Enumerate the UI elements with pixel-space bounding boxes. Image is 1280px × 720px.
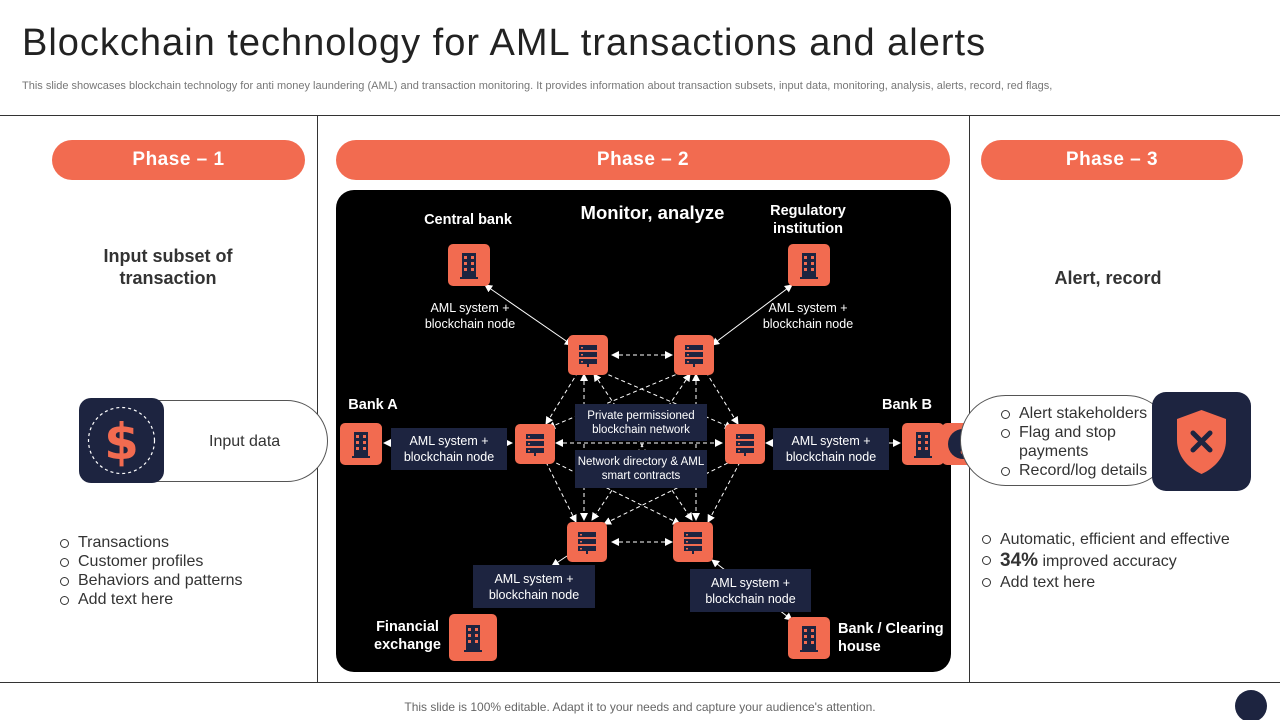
server-icon xyxy=(736,434,754,456)
shield-badge xyxy=(1152,392,1251,491)
server-icon xyxy=(526,434,544,456)
input-data-label: Input data xyxy=(209,433,281,450)
regulatory-label: Regulatory institution xyxy=(770,203,846,237)
central-bank-label: Central bank xyxy=(424,212,512,228)
server-node-right xyxy=(725,424,765,464)
regulatory-building xyxy=(788,244,830,286)
server-icon xyxy=(578,532,596,554)
column-divider-1 xyxy=(317,116,318,682)
svg-text:$: $ xyxy=(104,413,139,471)
clearing-node-box: AML system + blockchain node xyxy=(690,569,811,612)
central-node-label: AML system + blockchain node xyxy=(424,301,516,331)
server-icon xyxy=(684,532,702,554)
top-divider xyxy=(0,115,1280,116)
bank-a-label: Bank A xyxy=(348,397,398,413)
server-node-top-left xyxy=(568,335,608,375)
bottom-divider xyxy=(0,682,1280,683)
page-title: Blockchain technology for AML transactio… xyxy=(22,22,987,64)
server-node-top-right xyxy=(674,335,714,375)
phase-3-pill: Phase – 3 xyxy=(981,140,1243,180)
corner-decoration xyxy=(1235,690,1267,720)
phase-2-pill: Phase – 2 xyxy=(336,140,950,180)
accuracy-value: 34% xyxy=(1000,550,1039,571)
phase-1-bullets: Transactions Customer profiles Behaviors… xyxy=(60,533,243,609)
directory-box: Network directory & AML smart contracts xyxy=(575,450,707,488)
accuracy-text: improved accuracy xyxy=(1038,553,1177,570)
alert-pill-bullets: Alert stakeholders Flag and stop payment… xyxy=(1001,404,1147,480)
building-icon xyxy=(800,253,818,279)
bank-a-node-box: AML system + blockchain node xyxy=(391,428,507,470)
central-bank-building xyxy=(448,244,490,286)
phase-2-heading: Monitor, analyze xyxy=(580,202,725,223)
bank-a-building xyxy=(340,423,382,465)
building-icon xyxy=(464,625,482,652)
clearing-house-building xyxy=(788,617,830,659)
list-item: Behaviors and patterns xyxy=(60,571,243,590)
regulatory-node-label: AML system + blockchain node xyxy=(762,301,854,331)
phase-1-heading: Input subset of transaction xyxy=(103,246,233,288)
bank-b-building xyxy=(902,423,944,465)
list-item: Flag and stop payments xyxy=(1001,423,1141,461)
list-item: Record/log details xyxy=(1001,461,1147,480)
server-node-bottom-right xyxy=(673,522,713,562)
footer-note: This slide is 100% editable. Adapt it to… xyxy=(404,700,876,714)
bank-b-node-box: AML system + blockchain node xyxy=(773,428,889,470)
alert-pill: Alert stakeholders Flag and stop payment… xyxy=(960,395,1172,486)
server-icon xyxy=(685,345,703,367)
network-box: Private permissioned blockchain network xyxy=(575,404,707,441)
server-node-left xyxy=(515,424,555,464)
server-icon xyxy=(579,345,597,367)
page-subtitle: This slide showcases blockchain technolo… xyxy=(22,80,1053,92)
exchange-building xyxy=(449,614,497,661)
list-item: Alert stakeholders xyxy=(1001,404,1147,423)
column-divider-2 xyxy=(969,116,970,682)
building-icon xyxy=(460,253,478,279)
bank-b-label: Bank B xyxy=(882,397,932,413)
shield-x-icon xyxy=(1177,410,1226,474)
list-item: Automatic, efficient and effective xyxy=(982,529,1230,550)
building-icon xyxy=(352,432,370,458)
list-item: 34% improved accuracy xyxy=(982,550,1230,572)
building-icon xyxy=(914,432,932,458)
list-item: Add text here xyxy=(982,572,1230,593)
phase-3-heading: Alert, record xyxy=(1054,268,1162,288)
financial-exchange-label: Financial exchange xyxy=(374,619,441,653)
building-icon xyxy=(800,626,818,652)
clearing-house-label: Bank / Clearing house xyxy=(838,621,944,655)
phase-1-pill: Phase – 1 xyxy=(52,140,305,180)
list-item: Add text here xyxy=(60,590,243,609)
dollar-badge: $ xyxy=(79,398,164,483)
server-node-bottom-left xyxy=(567,522,607,562)
exchange-node-box: AML system + blockchain node xyxy=(473,565,595,608)
phase-3-bullets: Automatic, efficient and effective 34% i… xyxy=(982,529,1230,593)
dollar-icon: $ xyxy=(87,406,156,475)
list-item: Customer profiles xyxy=(60,552,243,571)
list-item: Transactions xyxy=(60,533,243,552)
